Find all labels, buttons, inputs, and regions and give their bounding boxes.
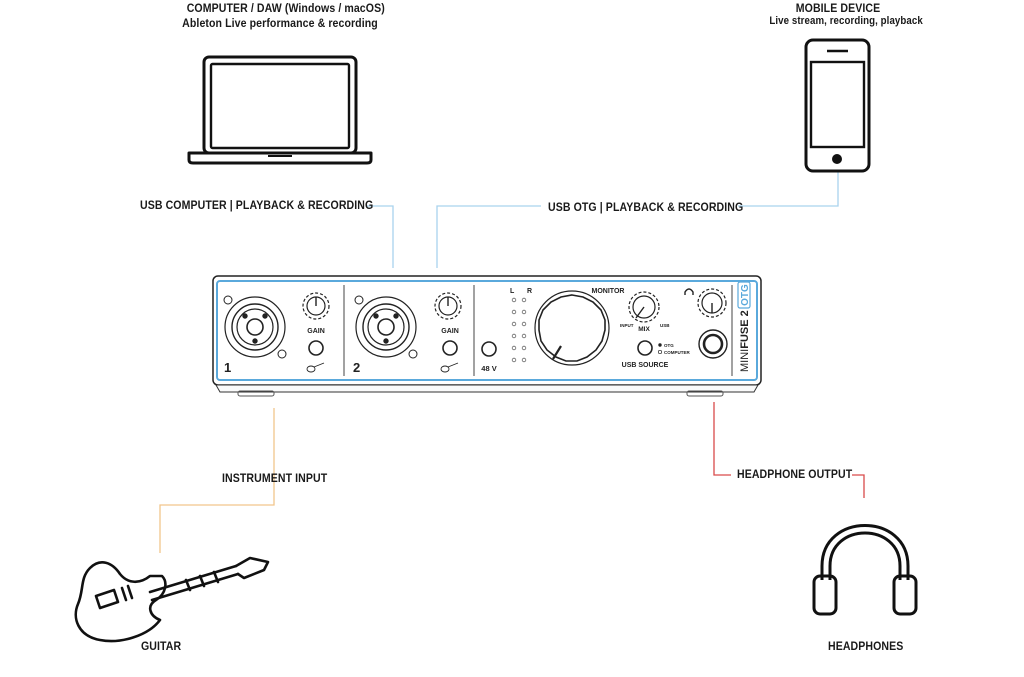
otg-badge [737,281,751,309]
src-computer-label: COMPUTER [664,350,691,355]
headphones-icon [812,524,918,616]
meter-r-label: R [527,288,532,295]
guitar-label: GUITAR [141,639,182,653]
meter-l-label: L [510,288,515,295]
monitor-label: MONITOR [592,288,625,295]
ch2-number: 2 [353,360,360,375]
usb-otg-line [436,172,839,268]
headphone-line [713,402,865,498]
headphone-output-label: HEADPHONE OUTPUT [737,467,853,481]
input-1-inst-button [308,340,324,356]
ch1-gain-label: GAIN [307,328,325,335]
headphone-icon [684,288,694,295]
headphone-level-knob [697,288,727,318]
instrument-line [159,408,275,553]
usb-computer-line [367,205,394,268]
mobile-subtitle: Live stream, recording, playback [769,15,923,27]
computer-indicator [657,349,663,355]
usb-source-button [637,340,653,356]
usb-source-label: USB SOURCE [622,362,669,369]
input-1-gain-knob [302,292,330,320]
mix-input-label: INPUT [620,323,634,328]
mobile-title: MOBILE DEVICE [795,1,881,15]
instrument-input-label: INSTRUMENT INPUT [222,471,328,485]
input-1-combo-jack [223,295,287,359]
computer-subtitle: Ableton Live performance & recording [182,16,378,30]
phone-icon [804,38,871,173]
otg-indicator [658,343,662,347]
audio-interface: GAIN GAIN 1 2 48 V L R MONITOR MIX INPUT… [212,275,762,397]
input-2-gain-knob [434,292,462,320]
phantom-label: 48 V [481,364,496,373]
guitar-icon [74,556,270,643]
mix-label: MIX [638,326,650,333]
headphones-label: HEADPHONES [828,639,904,653]
mix-knob [628,291,660,323]
level-meters [511,297,527,363]
input-2-inst-button [442,340,458,356]
usb-otg-label: USB OTG | PLAYBACK & RECORDING [548,200,744,214]
monitor-knob [534,290,610,366]
laptop-icon [187,55,373,165]
otg-badge-text: OTG [740,284,751,306]
computer-title: COMPUTER / DAW (Windows / macOS) [186,1,385,15]
mix-usb-label: USB [660,323,670,328]
brand-name: MINIFUSE 2 [739,310,751,372]
src-otg-label: OTG [664,343,674,348]
input-1-guitar-icon [306,362,325,373]
usb-computer-label: USB COMPUTER | PLAYBACK & RECORDING [140,198,374,212]
input-2-combo-jack [354,295,418,359]
phantom-power-button [481,341,497,357]
headphone-jack [698,329,728,359]
ch1-number: 1 [224,360,231,375]
input-2-guitar-icon [440,362,459,373]
ch2-gain-label: GAIN [441,328,459,335]
